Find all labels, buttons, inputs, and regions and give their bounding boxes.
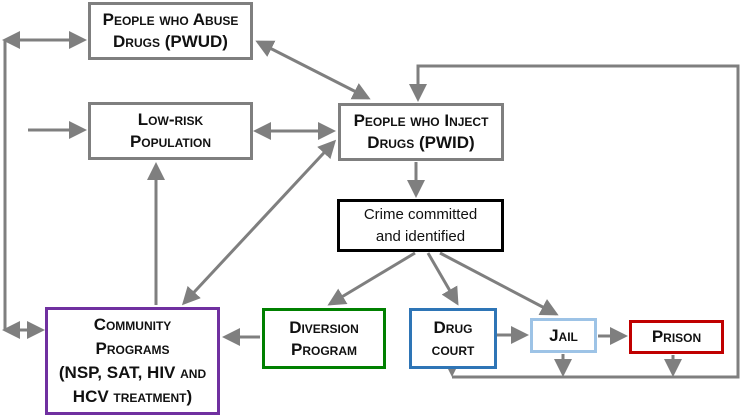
node-label: Drugs (PWID) [367,133,475,152]
node-label: Prison [651,327,702,346]
node-jail: Jail [530,318,597,353]
node-label: Program [290,339,357,359]
node-label: People who Inject [353,111,489,130]
arrow-crime-diversion [327,251,416,306]
node-label: Jail [549,325,578,345]
node-prison: Prison [629,320,724,354]
node-label: Population [129,132,212,151]
node-crime: Crime committed and identified [337,199,504,252]
arrow-pwud-pwid [255,40,371,100]
node-label: Diversion [289,317,359,337]
node-label: and identified [375,227,466,245]
node-label: Drug [433,317,473,337]
node-label: People who Abuse [102,10,239,29]
arrow-return-loop [409,64,740,379]
node-label: HCV treatment) [72,387,193,406]
node-label: Community [93,315,172,334]
node-label: Crime committed [363,205,478,223]
arrow-crime-drugcourt [426,252,459,306]
node-label: Programs [95,339,170,358]
node-label: (NSP, SAT, HIV and [58,363,207,382]
arrow-community-pwid [181,139,337,306]
arrow-crime-jail [439,251,559,316]
node-label: Drugs (PWUD) [113,32,228,51]
node-label: court [431,339,475,359]
node-label: Low-risk [137,110,204,129]
